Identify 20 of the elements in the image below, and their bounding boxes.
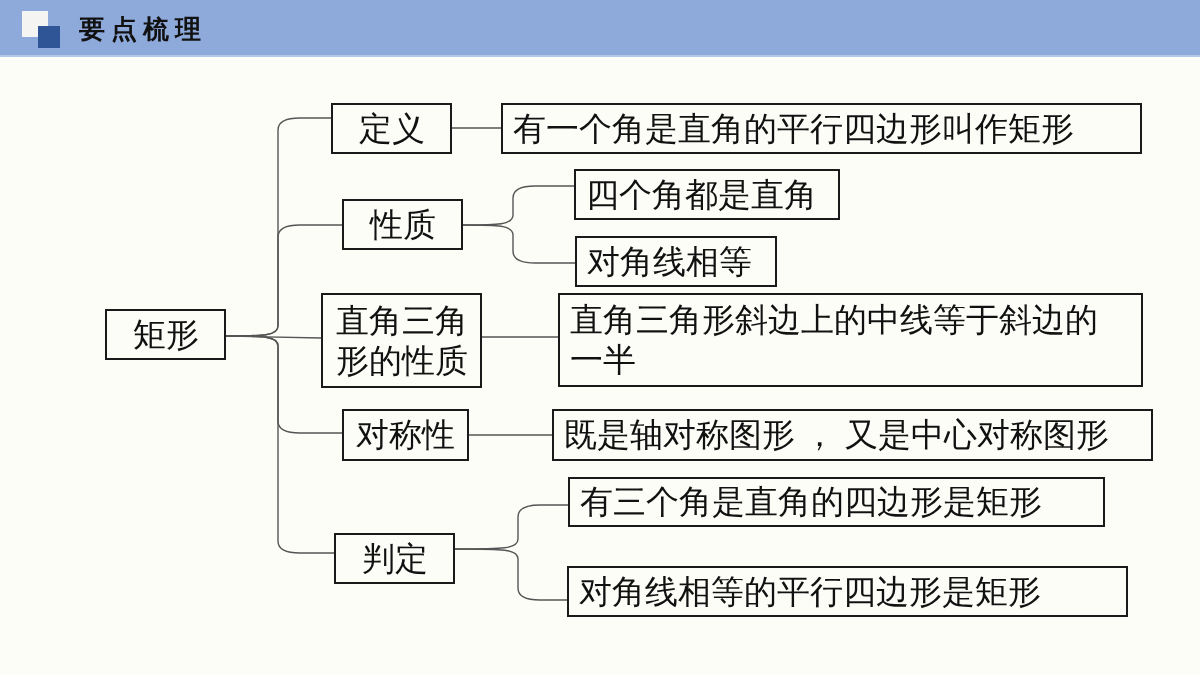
statement-box: 直角三角形斜边上的中线等于斜边的一半 <box>558 293 1143 387</box>
category-box: 定义 <box>331 103 452 154</box>
connector-line <box>481 336 559 338</box>
category-box: 性质 <box>342 199 463 250</box>
statement-box: 有三个角是直角的四边形是矩形 <box>568 477 1105 527</box>
statement-box: 既是轴对称图形 ， 又是中心对称图形 <box>552 409 1153 461</box>
statement-box: 对角线相等 <box>575 236 777 287</box>
category-box: 判定 <box>334 533 455 584</box>
connector-line <box>468 434 553 436</box>
category-box: 对称性 <box>342 409 469 461</box>
slide-title: 要点梳理 <box>79 13 207 46</box>
connector-line <box>451 127 502 129</box>
category-box: 直角三角形的性质 <box>321 293 482 388</box>
statement-box: 对角线相等的平行四边形是矩形 <box>567 566 1128 617</box>
connector-line <box>462 224 576 264</box>
statement-box: 有一个角是直角的平行四边形叫作矩形 <box>501 103 1142 154</box>
statement-box: 四个角都是直角 <box>574 169 840 220</box>
connector-line <box>454 548 568 601</box>
connector-line <box>225 335 335 554</box>
topic-box: 矩形 <box>105 309 226 360</box>
